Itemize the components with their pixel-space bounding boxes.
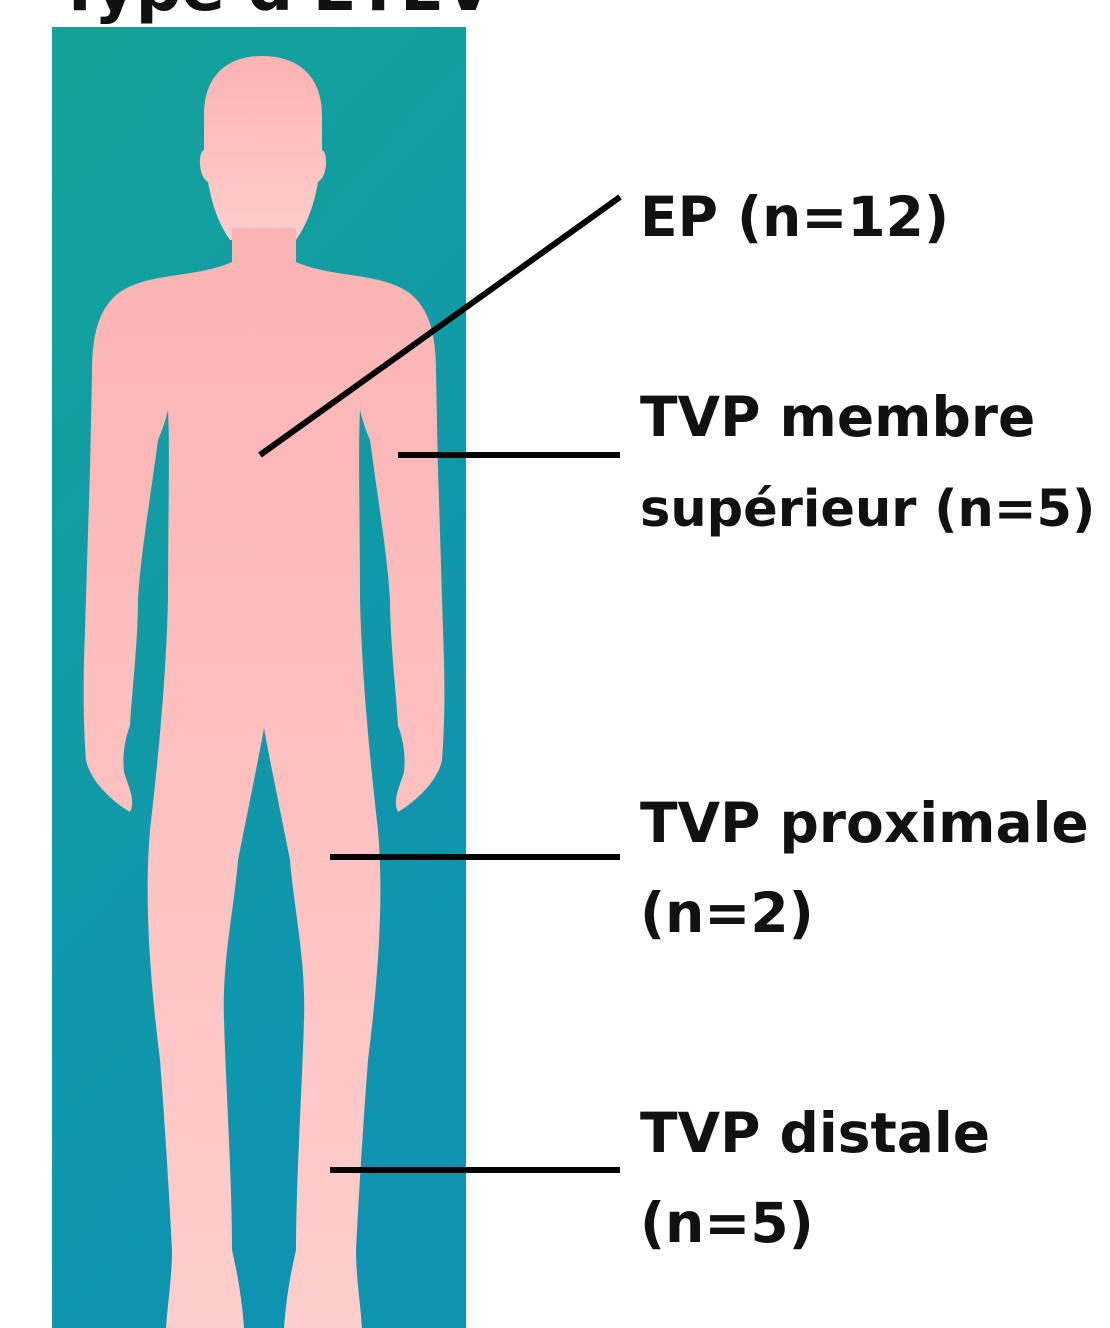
label-distal-line2: (n=5) bbox=[640, 1191, 814, 1255]
label-upper-limb-line1: TVP membre bbox=[640, 385, 1035, 449]
label-upper-limb-line2: supérieur (n=5) bbox=[640, 480, 1095, 539]
head bbox=[200, 56, 326, 240]
label-proximal-line1: TVP proximale bbox=[640, 791, 1089, 855]
label-ep: EP (n=12) bbox=[640, 185, 949, 249]
label-distal-line1: TVP distale bbox=[640, 1101, 990, 1165]
label-proximal-line2: (n=2) bbox=[640, 881, 814, 945]
figure-title: Type d'ETEV bbox=[58, 0, 494, 26]
